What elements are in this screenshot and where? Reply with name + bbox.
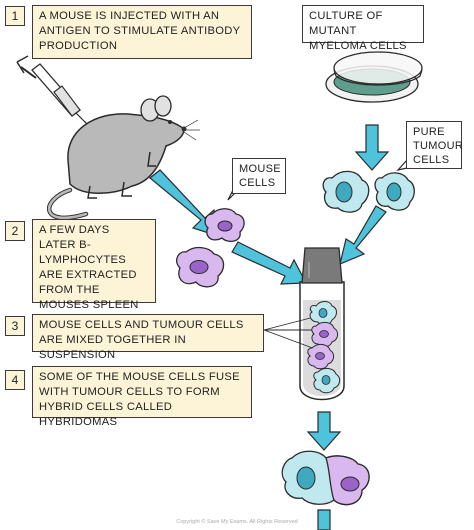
arrow-bottom-cut: [317, 509, 331, 530]
petri-dish-icon: [325, 51, 423, 103]
mouse-cell: [176, 246, 225, 288]
arrow-tumour-to-tube: [339, 205, 387, 266]
hybridoma-cell: [281, 450, 370, 506]
step-number-1: 1: [5, 6, 25, 26]
arrow-tube-down: [306, 411, 342, 451]
step-2-text: A FEW DAYS LATER B-LYMPHOCYTES ARE EXTRA…: [32, 219, 156, 311]
tumour-cell: [322, 170, 370, 213]
copyright-text: Copyright © Save My Exams. All Rights Re…: [176, 519, 298, 525]
step-3-text: MOUSE CELLS AND TUMOUR CELLS ARE MIXED T…: [32, 314, 264, 361]
arrow-mouse-cells-to-tube: [231, 241, 307, 285]
step-number-3: 3: [5, 316, 25, 336]
tumour-cell: [309, 301, 337, 326]
step-1-text: A MOUSE IS INJECTED WITH AN ANTIGEN TO S…: [32, 5, 252, 59]
syringe-icon: [16, 55, 97, 134]
step-number-2: 2: [5, 221, 25, 241]
pure-tumour-cells-tag: PURE TUMOUR CELLS: [406, 121, 463, 169]
tumour-cell: [313, 367, 341, 394]
pure-tumour-tag-tail: [396, 159, 408, 171]
mouse-icon: [46, 95, 200, 221]
mouse-cell: [311, 321, 339, 348]
arrow-culture-down: [354, 124, 390, 171]
tumour-cell: [374, 172, 415, 211]
mouse-cell: [307, 343, 335, 370]
step-number-4: 4: [5, 370, 25, 390]
mouse-cell: [204, 208, 245, 243]
step-4-text: SOME OF THE MOUSE CELLS FUSE WITH TUMOUR…: [32, 366, 252, 428]
culture-label: CULTURE OF MUTANT MYELOMA CELLS: [302, 5, 424, 52]
mouse-cells-tag: MOUSE CELLS: [232, 158, 286, 194]
